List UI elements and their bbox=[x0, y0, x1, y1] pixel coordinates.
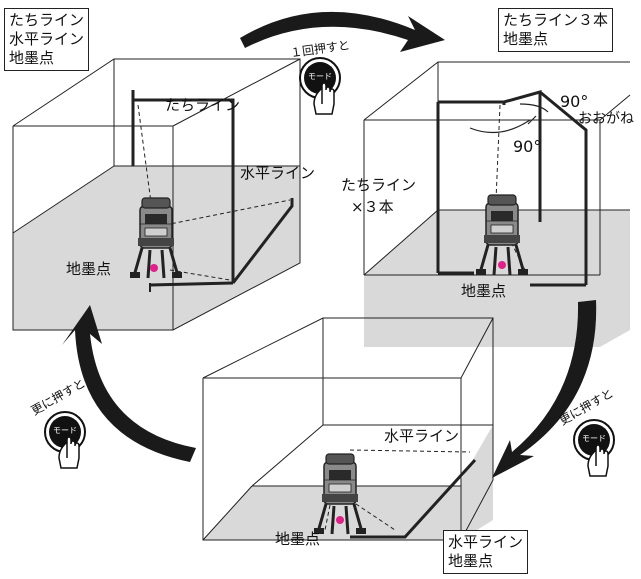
state1-caption-line3: 地墨点 bbox=[9, 49, 55, 67]
state3-horizontal-label: 水平ライン bbox=[384, 427, 460, 445]
state3-laser-point bbox=[336, 516, 344, 524]
state3-caption-line2: 地墨点 bbox=[448, 552, 494, 570]
state1-caption: たちライン 水平ライン 地墨点 bbox=[4, 8, 90, 71]
state2-square-label: おおがね bbox=[578, 111, 634, 127]
arrow-left bbox=[62, 305, 196, 462]
state1-laser-point bbox=[150, 264, 158, 272]
state2-angle2: 90° bbox=[513, 137, 542, 156]
state2-count-label: ×３本 bbox=[351, 198, 394, 216]
mode-label-top: モード bbox=[308, 72, 332, 81]
state2-caption-line1: たちライン３本 bbox=[503, 11, 609, 29]
state2-laser-point bbox=[498, 261, 506, 269]
arrow-right bbox=[492, 300, 597, 478]
state3-caption-line1: 水平ライン bbox=[448, 533, 524, 551]
mode-button-top bbox=[299, 57, 341, 115]
mode-button-right bbox=[573, 419, 615, 477]
state1-point-label: 地墨点 bbox=[66, 260, 112, 278]
state1-horizontal-label: 水平ライン bbox=[240, 164, 316, 182]
state2-vertical-label: たちライン bbox=[341, 176, 417, 194]
state2-caption-line2: 地墨点 bbox=[503, 30, 549, 48]
arrow-top bbox=[240, 11, 445, 52]
mode-button-left bbox=[44, 411, 86, 469]
mode-label-right: モード bbox=[582, 434, 606, 443]
state3-point-label: 地墨点 bbox=[275, 530, 321, 548]
state1-caption-line1: たちライン bbox=[9, 11, 85, 29]
state2-caption: たちライン３本 地墨点 bbox=[498, 8, 614, 52]
state1-vertical-line bbox=[131, 90, 235, 283]
state2-point-label: 地墨点 bbox=[461, 282, 507, 300]
state2-room bbox=[363, 61, 631, 347]
state3-horizontal-line bbox=[350, 458, 477, 539]
state1-vertical-label: たちライン bbox=[165, 96, 241, 114]
state1-room bbox=[12, 58, 301, 331]
state1-horizontal-line bbox=[231, 198, 294, 284]
state2-angle1: 90° bbox=[560, 92, 589, 111]
state1-caption-line2: 水平ライン bbox=[9, 30, 85, 48]
state3-room bbox=[202, 317, 494, 541]
state3-caption: 水平ライン 地墨点 bbox=[443, 530, 529, 574]
mode-label-left: モード bbox=[53, 426, 77, 435]
